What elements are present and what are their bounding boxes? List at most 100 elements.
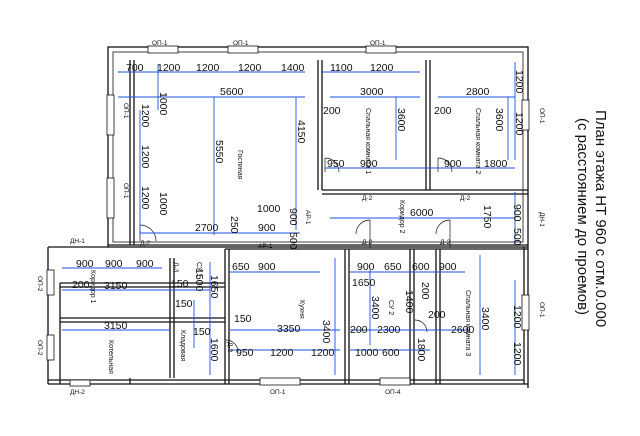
dim-200: 200 xyxy=(419,282,431,300)
dim-1800: 1800 xyxy=(415,338,427,362)
dim-1200: 1200 xyxy=(238,62,262,74)
mark-dn2: ДН-2 xyxy=(70,389,85,396)
dim-1200: 1200 xyxy=(196,62,220,74)
dim-650: 650 xyxy=(384,261,402,273)
dim-1200: 1200 xyxy=(139,186,151,210)
dim-1650: 1650 xyxy=(208,275,220,299)
dim-5550: 5550 xyxy=(213,140,225,164)
dim-1000: 1000 xyxy=(157,92,169,116)
dim-3400: 3400 xyxy=(369,296,381,320)
room-living: Гостиная xyxy=(236,150,243,180)
dimension-texts: 700 1200 1200 1200 1400 1100 1200 5600 3… xyxy=(72,62,525,366)
mark-op1: ОП-1 xyxy=(270,389,286,396)
dim-950: 950 xyxy=(327,158,345,170)
room-wc-2: СУ 2 xyxy=(387,300,394,315)
dim-1100: 1100 xyxy=(330,62,353,74)
room-bedroom-3: Спальная комната 3 xyxy=(464,290,471,356)
dim-1200: 1200 xyxy=(139,145,151,169)
dimension-lines xyxy=(62,62,516,375)
dim-900: 900 xyxy=(258,222,276,234)
dim-1200: 1200 xyxy=(511,342,523,366)
dim-900: 900 xyxy=(76,258,94,270)
dim-2300: 2300 xyxy=(377,324,401,336)
dim-1650: 1650 xyxy=(352,277,376,289)
mark-op1: ОП-1 xyxy=(370,40,386,47)
dim-950: 950 xyxy=(236,347,254,359)
room-wc-1: СУ 1 xyxy=(195,262,202,277)
dim-1200: 1200 xyxy=(370,62,394,74)
dim-1400: 1400 xyxy=(403,290,415,314)
dim-250: 250 xyxy=(228,216,240,234)
dim-900: 900 xyxy=(105,258,123,270)
dim-900: 900 xyxy=(287,208,299,226)
dim-200: 200 xyxy=(72,279,90,291)
mark-ar1: АР-1 xyxy=(304,210,311,225)
mark-dn1: ДН-1 xyxy=(538,212,545,227)
mark-op1: ОП-1 xyxy=(122,183,129,199)
dim-900: 900 xyxy=(357,261,375,273)
dim-1000: 1000 xyxy=(355,347,379,359)
dim-1200: 1200 xyxy=(513,70,525,94)
dim-3350: 3350 xyxy=(277,323,301,335)
dim-1000: 1000 xyxy=(257,203,281,215)
dim-650: 650 xyxy=(232,261,250,273)
mark-op1: ОП-1 xyxy=(538,108,545,124)
mark-op2: ОП-2 xyxy=(36,340,43,356)
dim-150: 150 xyxy=(171,278,189,290)
room-bedroom-1: Спальная комната 1 xyxy=(364,108,371,174)
dim-1200: 1200 xyxy=(311,347,335,359)
mark-op1: ОП-1 xyxy=(122,103,129,119)
dim-200: 200 xyxy=(350,324,368,336)
title-line-1: План этажа НТ 960 с отм.0.000 xyxy=(592,110,609,327)
dim-200: 200 xyxy=(323,105,341,117)
room-boiler: Котельная xyxy=(107,340,114,374)
dim-1200: 1200 xyxy=(513,112,525,136)
room-pantry: Кладовая xyxy=(179,330,186,362)
room-bedroom-2: Спальная комната 2 xyxy=(474,108,481,174)
mark-d3: Д-3 xyxy=(226,342,233,353)
dim-5600: 5600 xyxy=(220,86,244,98)
dim-2800: 2800 xyxy=(466,86,490,98)
dim-2700: 2700 xyxy=(195,222,219,234)
dim-1200: 1200 xyxy=(157,62,181,74)
dim-200: 200 xyxy=(434,105,452,117)
dim-900: 900 xyxy=(439,261,457,273)
dim-900: 900 xyxy=(444,158,462,170)
dim-1600: 1600 xyxy=(208,338,220,362)
dim-700: 700 xyxy=(126,62,144,74)
dim-4150: 4150 xyxy=(295,120,307,144)
windows xyxy=(46,45,530,387)
dim-1500: 1500 xyxy=(193,268,205,292)
mark-op4: ОП-4 xyxy=(385,389,401,396)
dim-900: 900 xyxy=(136,258,154,270)
walls xyxy=(47,46,529,388)
dim-500: 500 xyxy=(511,228,523,246)
mark-dn1: ДН-1 xyxy=(70,238,85,245)
dim-1750: 1750 xyxy=(481,205,493,229)
plan-title: План этажа НТ 960 с отм.0.000 (с расстоя… xyxy=(574,110,609,327)
dim-6000: 6000 xyxy=(410,207,434,219)
dim-150: 150 xyxy=(193,326,211,338)
dim-3150: 3150 xyxy=(104,320,128,332)
element-marks: ОП-1 ОП-1 ОП-1 ОП-1 ОП-1 ОП-1 ОП-1 ОП-1 … xyxy=(36,40,545,396)
dim-3150: 3150 xyxy=(104,280,128,292)
dim-3600: 3600 xyxy=(395,108,407,132)
dim-900: 900 xyxy=(258,261,276,273)
dim-3600: 3600 xyxy=(493,108,505,132)
dim-150: 150 xyxy=(175,298,193,310)
mark-d2: Д-2 xyxy=(440,239,451,246)
dim-1800: 1800 xyxy=(484,158,508,170)
room-corridor-2: Коридор 2 xyxy=(398,200,405,234)
mark-d3: Д-3 xyxy=(172,262,179,273)
room-corridor-1: Коридор 1 xyxy=(89,270,96,304)
mark-d2: Д-2 xyxy=(362,239,373,246)
dim-3400: 3400 xyxy=(479,307,491,331)
mark-d2: Д-2 xyxy=(460,195,471,202)
dim-3400: 3400 xyxy=(320,320,332,344)
dim-1200: 1200 xyxy=(139,104,151,128)
mark-op1: ОП-1 xyxy=(538,302,545,318)
room-labels: Гостиная Спальная комната 1 Спальная ком… xyxy=(89,108,481,374)
dim-900: 900 xyxy=(360,158,378,170)
mark-d2: Д-2 xyxy=(362,195,373,202)
